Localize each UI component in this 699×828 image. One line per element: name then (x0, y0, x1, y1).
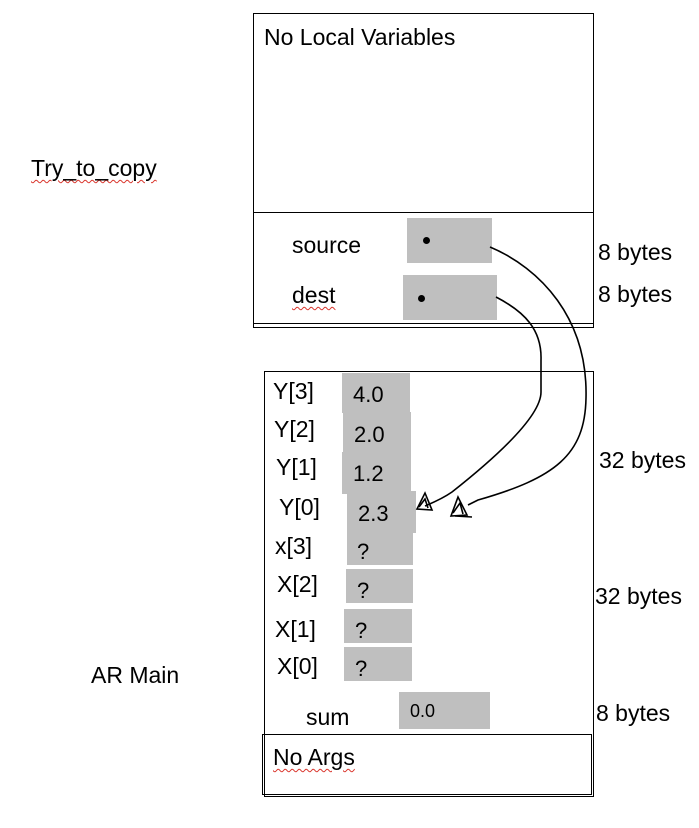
x1-label: X[1] (275, 616, 316, 642)
local-variables-text: No Local Variables (264, 24, 456, 50)
y2-value: 2.0 (354, 422, 385, 447)
y2-cell (343, 412, 411, 454)
source-pointer-cell (407, 218, 492, 263)
sum-cell (399, 692, 490, 729)
sum-value: 0.0 (410, 701, 436, 721)
y3-label: Y[3] (273, 378, 314, 404)
source-pointer-dot (423, 237, 430, 244)
y0-value: 2.3 (358, 501, 389, 526)
x2-value: ? (357, 578, 370, 603)
y0-cell (347, 491, 416, 533)
x0-label: X[0] (277, 653, 318, 679)
y-array-size-label: 32 bytes (599, 447, 686, 473)
y3-value: 4.0 (353, 382, 384, 407)
source-param-label: source (292, 232, 362, 258)
x3-cell (347, 531, 413, 565)
x3-label: x[3] (275, 533, 313, 559)
args-text: No Args (273, 744, 355, 770)
x2-label: X[2] (277, 571, 318, 597)
y3-cell (342, 373, 410, 413)
sum-label: sum (306, 704, 350, 730)
x1-value: ? (355, 618, 368, 643)
frame-bottom-double-line (253, 323, 594, 324)
args-box (262, 734, 592, 795)
function-frame-label: Try_to_copy (31, 155, 157, 181)
source-arrowhead-scribble (449, 494, 473, 518)
main-frame (264, 371, 594, 797)
dest-pointer-dot (418, 295, 425, 302)
frame-divider (253, 212, 594, 213)
source-pointer-arrow (467, 246, 587, 506)
x0-value: ? (355, 656, 368, 681)
x1-cell (344, 609, 412, 643)
dest-param-label: dest (292, 282, 336, 308)
y1-cell (342, 452, 411, 494)
y1-label: Y[1] (276, 454, 317, 480)
dest-pointer-arrow (424, 296, 542, 507)
try-to-copy-frame (253, 13, 594, 328)
x2-cell (346, 569, 413, 603)
dest-size-label: 8 bytes (598, 281, 673, 307)
y1-value: 1.2 (353, 461, 384, 486)
dest-arrowhead-scribble (415, 491, 434, 511)
x3-value: ? (357, 539, 370, 564)
y0-label: Y[0] (279, 494, 320, 520)
sum-size-label: 8 bytes (596, 700, 671, 726)
main-frame-label: AR Main (91, 662, 180, 688)
source-size-label: 8 bytes (598, 239, 673, 265)
x-array-size-label: 32 bytes (595, 583, 682, 609)
y2-label: Y[2] (274, 416, 315, 442)
x0-cell (344, 647, 412, 681)
